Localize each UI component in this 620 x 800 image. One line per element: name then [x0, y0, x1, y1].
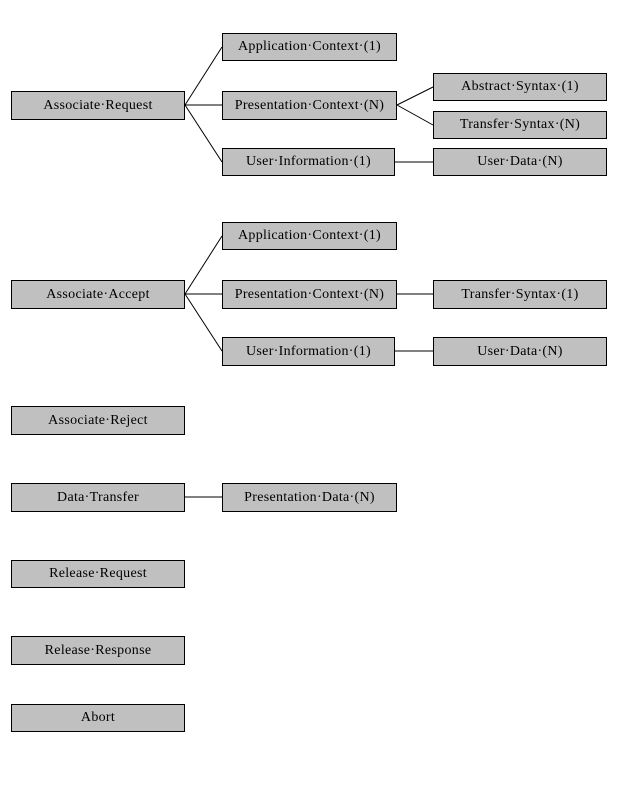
connector-line — [396, 86, 434, 106]
connector-line — [396, 104, 434, 126]
node-abstract-syntax-request: Abstract·Syntax·(1) — [433, 73, 607, 101]
node-user-information-request: User·Information·(1) — [222, 148, 395, 176]
connector-line — [184, 235, 223, 295]
node-user-information-accept: User·Information·(1) — [222, 337, 395, 366]
connector-line — [184, 293, 223, 352]
node-associate-reject: Associate·Reject — [11, 406, 185, 435]
node-application-context-accept: Application·Context·(1) — [222, 222, 397, 250]
node-associate-request: Associate·Request — [11, 91, 185, 120]
node-application-context-request: Application·Context·(1) — [222, 33, 397, 61]
node-presentation-context-request: Presentation·Context·(N) — [222, 91, 397, 120]
node-associate-accept: Associate·Accept — [11, 280, 185, 309]
node-release-request: Release·Request — [11, 560, 185, 588]
node-abort: Abort — [11, 704, 185, 732]
connector-line — [184, 46, 223, 106]
node-presentation-context-accept: Presentation·Context·(N) — [222, 280, 397, 309]
node-transfer-syntax-accept: Transfer·Syntax·(1) — [433, 280, 607, 309]
node-release-response: Release·Response — [11, 636, 185, 665]
node-user-data-request: User·Data·(N) — [433, 148, 607, 176]
node-data-transfer: Data·Transfer — [11, 483, 185, 512]
node-user-data-accept: User·Data·(N) — [433, 337, 607, 366]
node-presentation-data: Presentation·Data·(N) — [222, 483, 397, 512]
node-transfer-syntax-request: Transfer·Syntax·(N) — [433, 111, 607, 139]
connector-line — [184, 104, 223, 163]
